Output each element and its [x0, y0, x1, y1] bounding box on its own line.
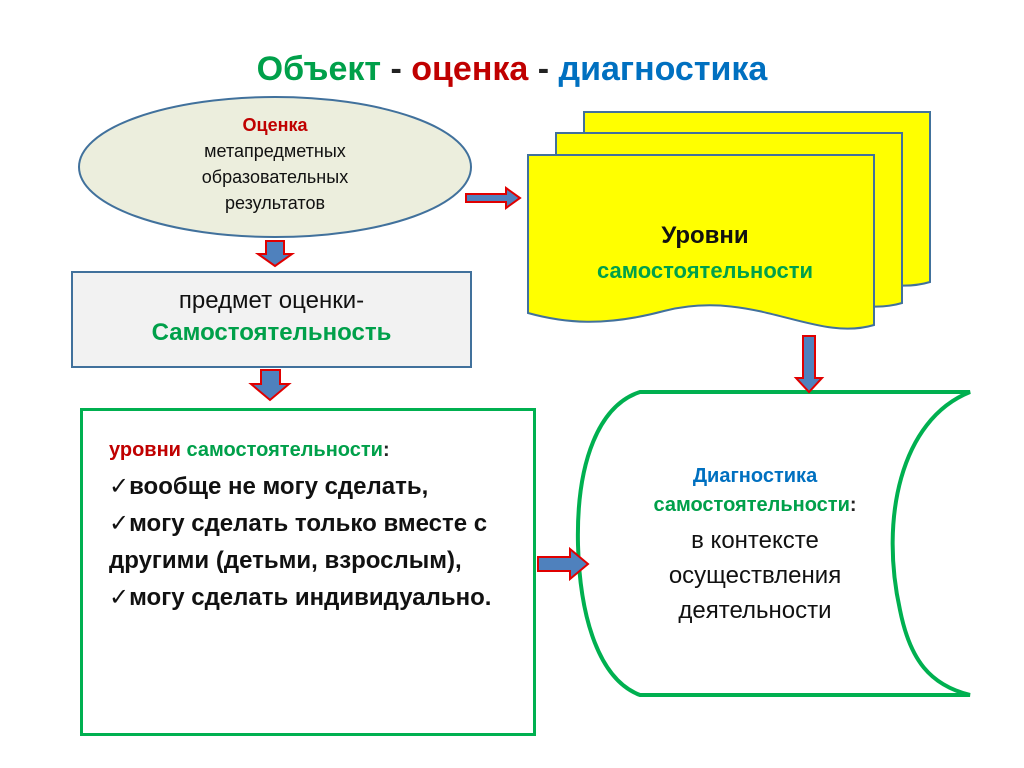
arrow-down-icon [793, 335, 825, 394]
levels-list-heading: уровни самостоятельности: [109, 439, 529, 462]
list-item: ✓могу сделать индивидуально. [109, 584, 492, 611]
levels-heading-red: уровни [109, 439, 181, 461]
levels-subtitle: самостоятельности [596, 258, 814, 283]
title-assessment: оценка [411, 50, 529, 88]
title-separator: - [528, 50, 559, 88]
ellipse-line: результатов [224, 193, 326, 213]
levels-title: Уровни [661, 222, 749, 249]
arrow-down-icon [254, 240, 296, 268]
ellipse-title: Оценка [242, 115, 308, 135]
diagnostics-subtitle: самостоятельности: [653, 494, 857, 516]
diagnostics-text: Диагностика самостоятельности: в контекс… [630, 465, 880, 628]
levels-heading-green: самостоятельности [180, 439, 383, 461]
subject-box: предмет оценки- Самостоятельность [71, 271, 472, 368]
diagnostics-scroll [575, 390, 971, 697]
assessment-ellipse [78, 96, 472, 238]
levels-list-box: уровни самостоятельности: ✓вообще не мог… [80, 408, 536, 736]
diagnostics-body: в контексте осуществления деятельности [668, 527, 842, 624]
levels-document-stack [527, 111, 931, 330]
levels-document-text: Уровни самостоятельности [530, 222, 880, 284]
arrow-right-icon [537, 546, 590, 582]
page-title: Объект - оценка - диагностика [0, 50, 1024, 89]
title-object: Объект [256, 50, 382, 88]
levels-heading-colon: : [382, 439, 390, 461]
ellipse-line: образовательных [201, 167, 349, 187]
ellipse-line: метапредметных [204, 141, 346, 161]
arrow-right-icon [465, 186, 522, 210]
diagnostics-title: Диагностика [692, 465, 818, 487]
check-icon: ✓ [109, 584, 130, 611]
title-separator: - [381, 50, 412, 88]
arrow-down-icon [248, 369, 292, 402]
check-icon: ✓ [109, 510, 130, 537]
title-diagnostics: диагностика [558, 50, 768, 88]
list-item: ✓могу сделать только вместе с другими (д… [109, 510, 488, 574]
list-item: ✓вообще не могу сделать, [109, 473, 429, 500]
subject-value: Самостоятельность [151, 319, 392, 346]
document-front [527, 154, 875, 330]
check-icon: ✓ [109, 473, 130, 500]
subject-label: предмет оценки- [178, 287, 365, 314]
assessment-ellipse-text: Оценка метапредметных образовательных ре… [120, 112, 430, 216]
